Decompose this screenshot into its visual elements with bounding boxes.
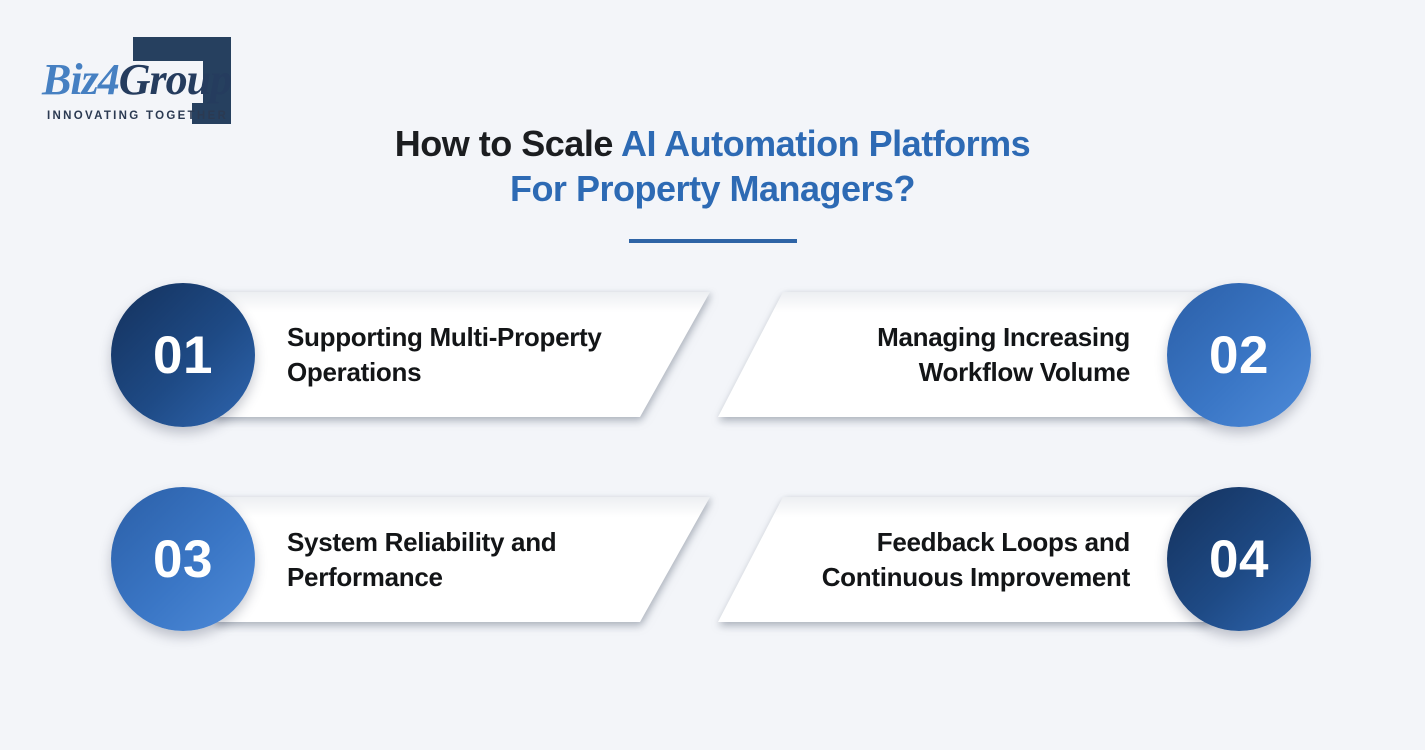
step-number: 03	[153, 529, 213, 589]
page-title: How to Scale AI Automation Platforms For…	[0, 121, 1425, 243]
step-title: System Reliability and Performance	[215, 497, 710, 622]
title-line-1: How to Scale AI Automation Platforms	[0, 121, 1425, 166]
step-title: Supporting Multi-Property Operations	[215, 292, 710, 417]
step-card-04: Feedback Loops and Continuous Improvemen…	[718, 497, 1210, 622]
step-number-badge-01: 01	[111, 283, 255, 427]
step-title-line-2: Performance	[287, 561, 443, 592]
title-line-2: For Property Managers?	[509, 168, 916, 209]
step-card-03: System Reliability and Performance	[215, 497, 710, 622]
step-card-shape	[215, 497, 710, 622]
step-title: Feedback Loops and Continuous Improvemen…	[718, 497, 1210, 622]
step-title-line-1: Supporting Multi-Property	[287, 321, 602, 352]
step-card-shape	[718, 497, 1210, 622]
brand-name: Biz4Group	[42, 55, 232, 104]
title-underline	[628, 239, 797, 243]
step-number-badge-02: 02	[1167, 283, 1311, 427]
step-title-line-2: Continuous Improvement	[821, 561, 1131, 592]
step-card-shape	[215, 292, 710, 417]
step-title: Managing Increasing Workflow Volume	[718, 292, 1210, 417]
brand-logo: Biz4Group INNOVATING TOGETHER	[40, 30, 250, 135]
title-highlight-text: AI Automation Platforms	[621, 123, 1031, 164]
step-title-line-2: Workflow Volume	[918, 356, 1131, 387]
title-lead-text: How to Scale	[394, 123, 622, 164]
step-title-line-1: Feedback Loops and	[876, 526, 1131, 557]
step-number: 01	[153, 325, 213, 385]
brand-name-part-dark: Group	[118, 55, 232, 104]
brand-name-part-number: 4	[97, 55, 120, 104]
brand-name-part-blue: Biz	[42, 55, 99, 104]
step-number: 02	[1209, 325, 1269, 385]
step-card-shape	[718, 292, 1210, 417]
step-card-01: Supporting Multi-Property Operations	[215, 292, 710, 417]
step-number-badge-04: 04	[1167, 487, 1311, 631]
logo-bracket-icon	[192, 103, 231, 124]
step-number-badge-03: 03	[111, 487, 255, 631]
step-title-line-2: Operations	[287, 356, 422, 387]
logo-tagline: INNOVATING TOGETHER	[47, 110, 229, 122]
step-card-02: Managing Increasing Workflow Volume	[718, 292, 1210, 417]
step-title-line-1: Managing Increasing	[877, 321, 1130, 352]
step-title-line-1: System Reliability and	[287, 526, 557, 557]
step-number: 04	[1209, 529, 1269, 589]
